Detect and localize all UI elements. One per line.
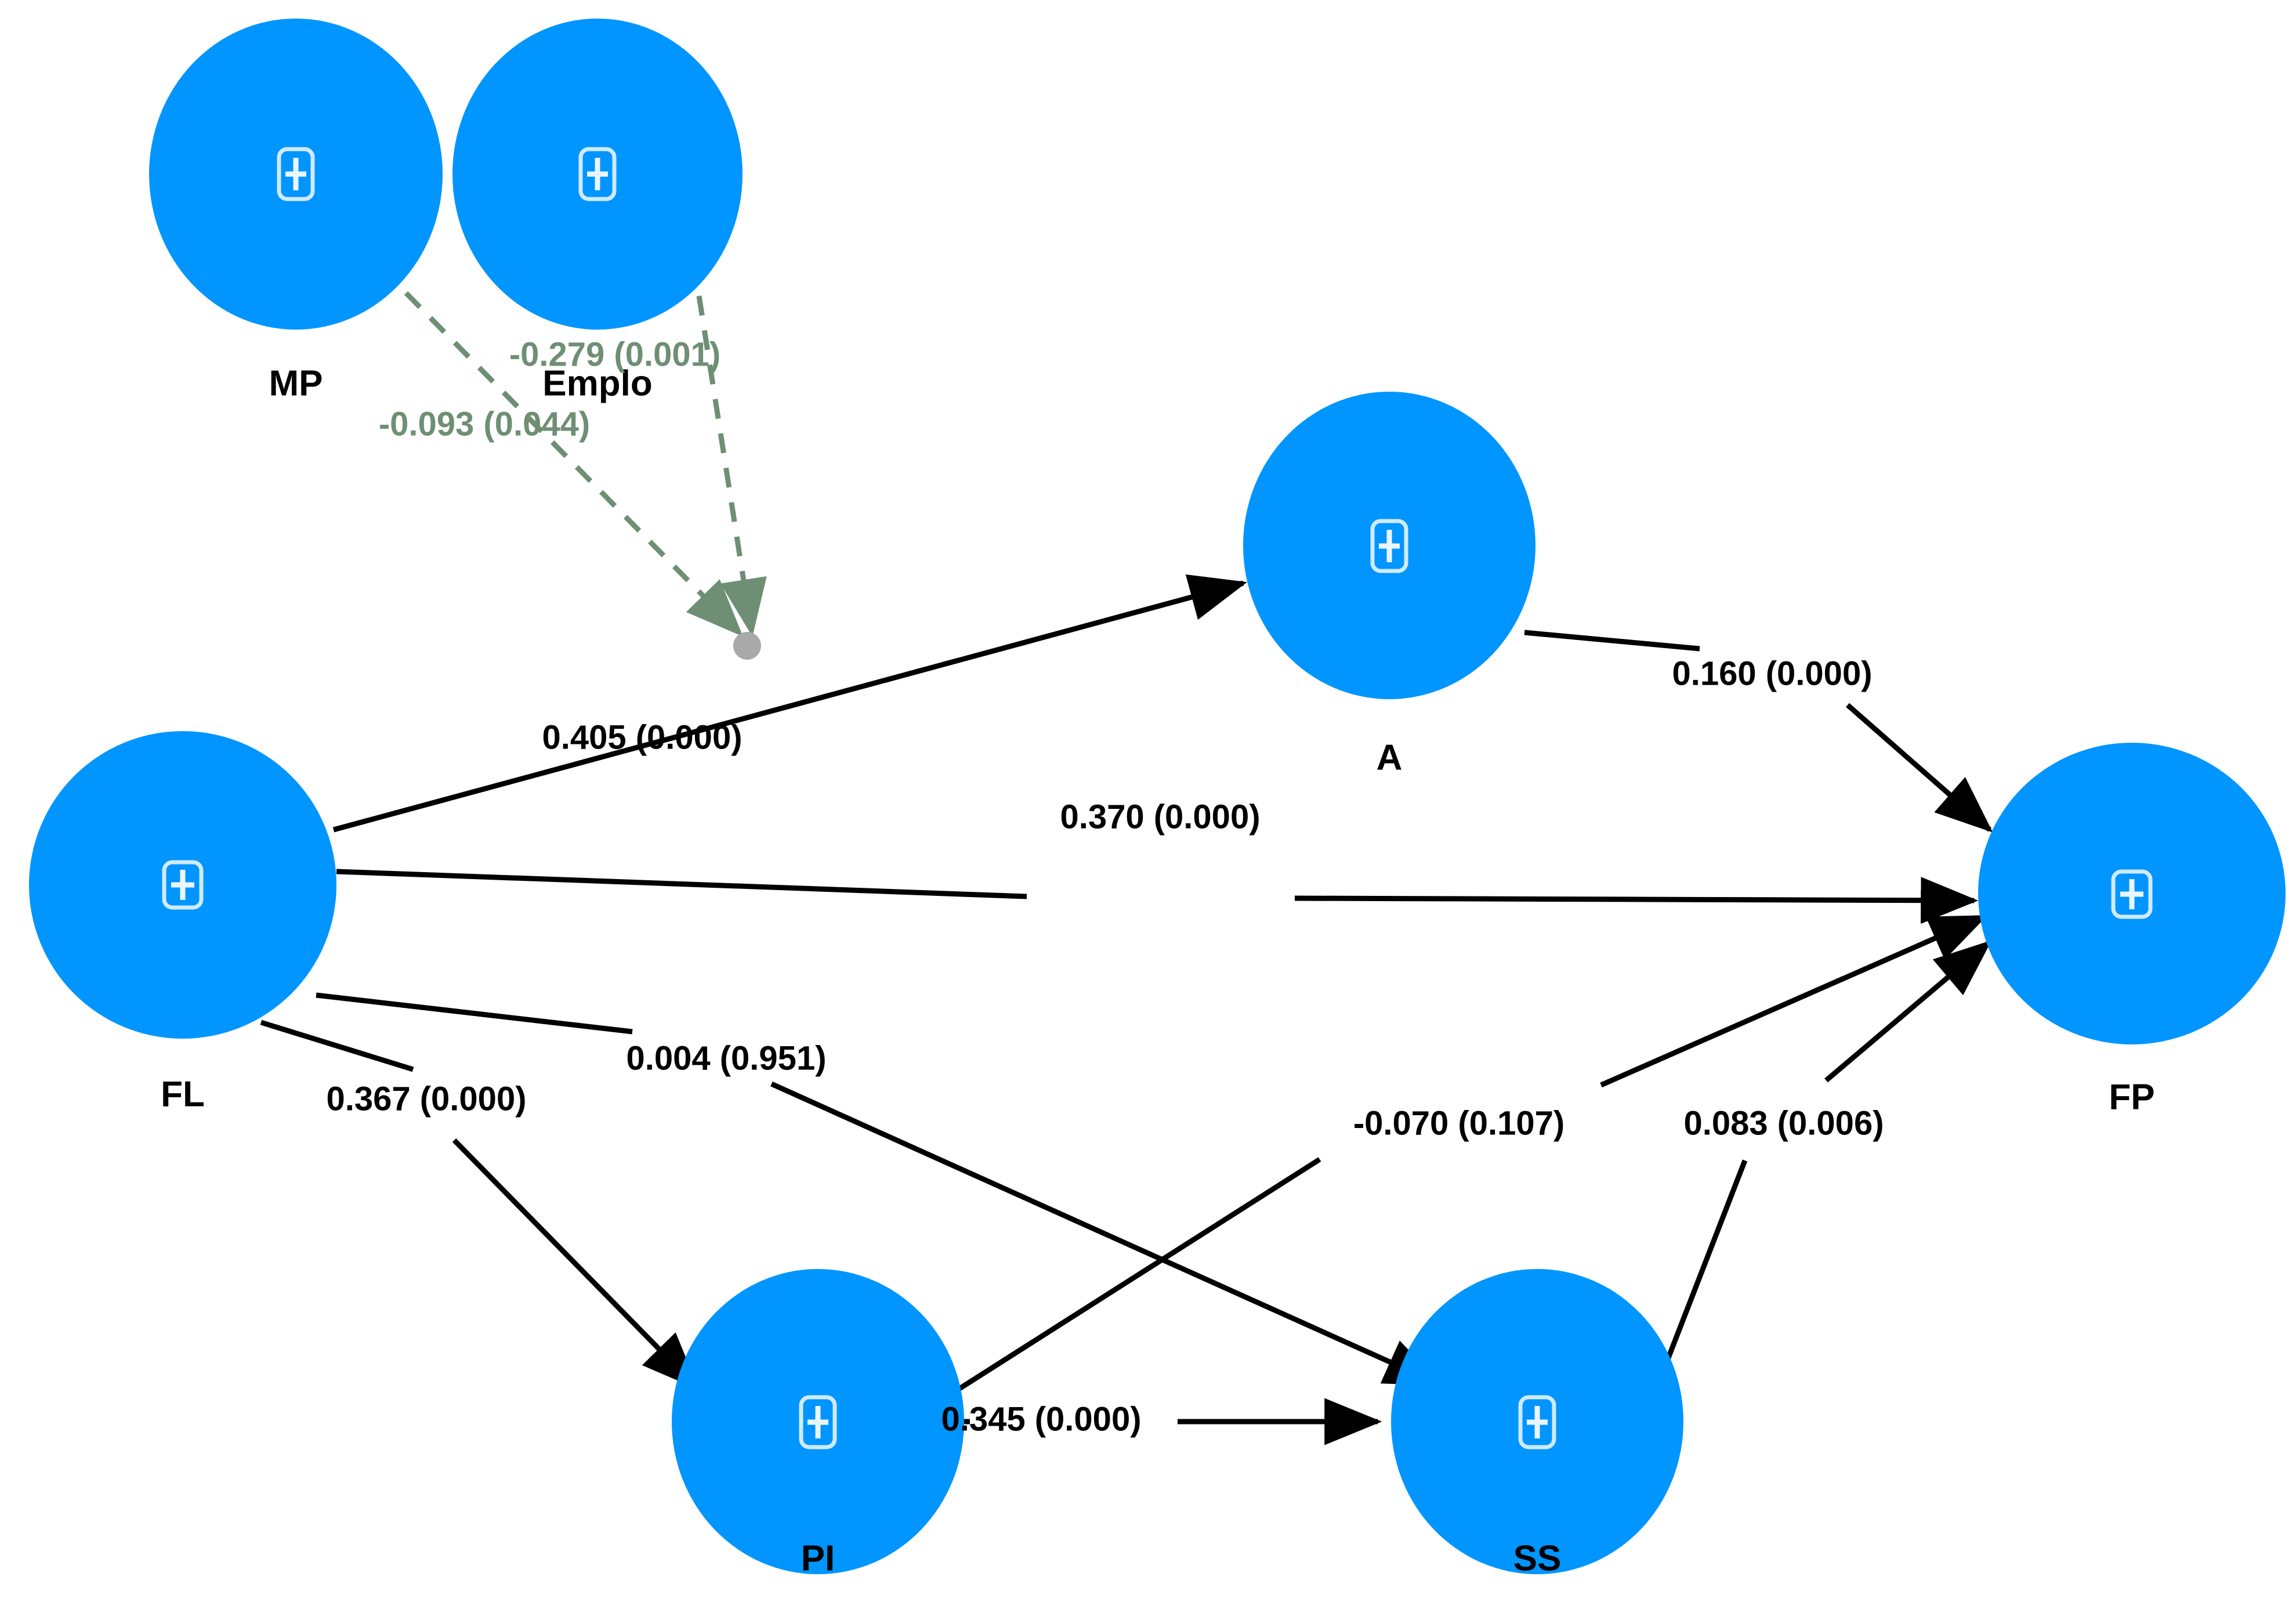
edge-label-ss-fp: 0.083 (0.006) [1683,1104,1884,1142]
node-label-pi: PI [801,1538,835,1578]
edge-label-fl-pi: 0.367 (0.000) [326,1080,526,1118]
edge-label-pi-ss: 0.345 (0.000) [941,1400,1141,1438]
edge-label-pi-fp: -0.070 (0.107) [1353,1104,1565,1142]
edge-line-fl-ss-lower [770,1081,1443,1387]
edge-line-fl-a [332,574,1247,833]
edge-a-fp [1524,630,1993,833]
moderation-point [733,632,761,660]
node-label-mp: MP [269,363,323,403]
moderation-label-emplo: -0.279 (0.001) [509,335,720,373]
node-label-emplo: Emplo [542,363,652,403]
edge-line-a-fp-left [1524,630,1700,652]
moderation-label-mp: -0.093 (0.044) [379,405,590,443]
node-mp[interactable]: MP [149,19,443,403]
plus-in-rounded-square-icon [1518,1395,1556,1449]
edge-line-pi-fp-lower [935,1157,1321,1405]
node-fp[interactable]: FP [1978,743,2286,1117]
node-pi[interactable]: PI [672,1269,964,1578]
edge-line-fl-ss-upper [316,992,633,1035]
edge-fl-a [332,574,1247,833]
node-fl[interactable]: FL [29,731,336,1114]
node-label-fp: FP [2109,1077,2154,1117]
plus-in-rounded-square-icon [162,860,204,910]
edge-fl-ss [316,992,1443,1387]
edge-line-pi-fp-upper [1600,914,1988,1088]
node-a[interactable]: A [1243,392,1536,778]
node-ss[interactable]: SS [1391,1269,1683,1578]
edge-line-fl-pi-lower [452,1138,700,1390]
node-label-fl: FL [161,1074,205,1114]
node-label-a: A [1377,737,1403,778]
plus-in-rounded-square-icon [799,1395,837,1449]
edge-line-fl-fp-right [1294,877,1979,924]
edge-fl-fp [336,869,1979,924]
edge-ss-fp [1647,940,1992,1405]
edge-line-fl-fp-left [336,869,1027,899]
edge-label-fl-ss: 0.004 (0.951) [626,1039,826,1077]
node-emplo[interactable]: Emplo [452,19,743,403]
moderation-edge-emplo [696,295,767,637]
plus-in-rounded-square-icon [1370,519,1408,573]
edge-line-ss-fp-upper [1824,940,1992,1083]
plus-in-rounded-square-icon [578,147,617,201]
node-label-ss: SS [1513,1538,1562,1578]
plus-in-rounded-square-icon [2111,869,2153,919]
moderation-edge-mp [404,291,744,637]
edge-line-a-fp-right [1846,703,1993,833]
edge-label-a-fp: 0.160 (0.000) [1672,655,1872,692]
moderation-line-mp [404,291,744,637]
moderation-line-emplo [696,295,767,637]
edge-pi-fp [935,914,1988,1405]
edge-fl-pi [260,1019,700,1390]
edge-label-fl-fp: 0.370 (0.000) [1060,798,1260,836]
plus-in-rounded-square-icon [277,147,315,201]
edge-line-fl-pi-upper [260,1019,414,1072]
edge-label-fl-a: 0.405 (0.000) [542,718,742,756]
